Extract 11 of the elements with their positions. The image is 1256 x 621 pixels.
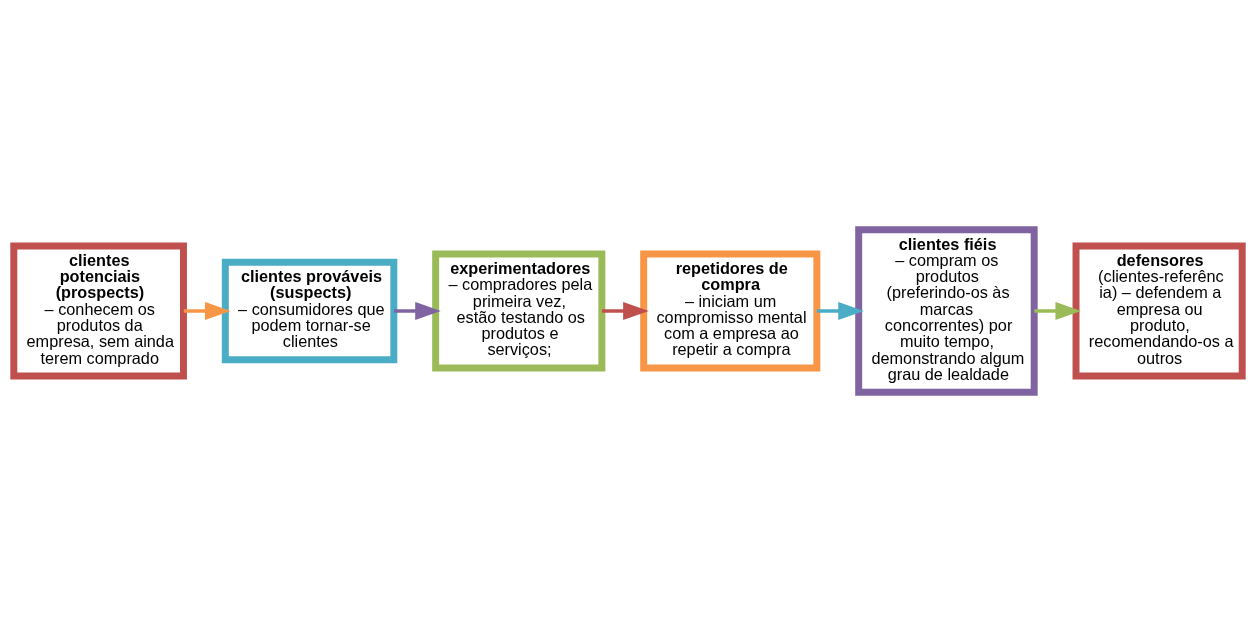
node-box: defensores (clientes-referência) – defendem a empresa ou produto, recomendando-os a outros bbox=[1072, 241, 1246, 380]
node-box: repetidores de compra – iniciam um compromisso mental com a empresa ao repetir a compra bbox=[640, 250, 821, 371]
arrow bbox=[183, 301, 231, 320]
arrow bbox=[816, 301, 864, 320]
arrow bbox=[394, 301, 441, 320]
node-box: clientes prováveis (suspects) – consumidores que podem tornar-se clientes bbox=[221, 258, 398, 363]
node-box: clientes fiéis – compram os produtos (preferindo-os às marcas concorrentes) por muito tempo, demonstrando algum grau de lealdade bbox=[855, 225, 1038, 396]
node-box: experimentadores – compradores pela primeira vez, estão testando os produtos e serviços; bbox=[432, 250, 606, 371]
node-box: clientes potenciais (prospects) – conhecem os produtos da empresa, sem ainda terem comprado bbox=[10, 241, 187, 380]
arrow bbox=[1034, 301, 1082, 320]
arrow bbox=[602, 301, 649, 320]
